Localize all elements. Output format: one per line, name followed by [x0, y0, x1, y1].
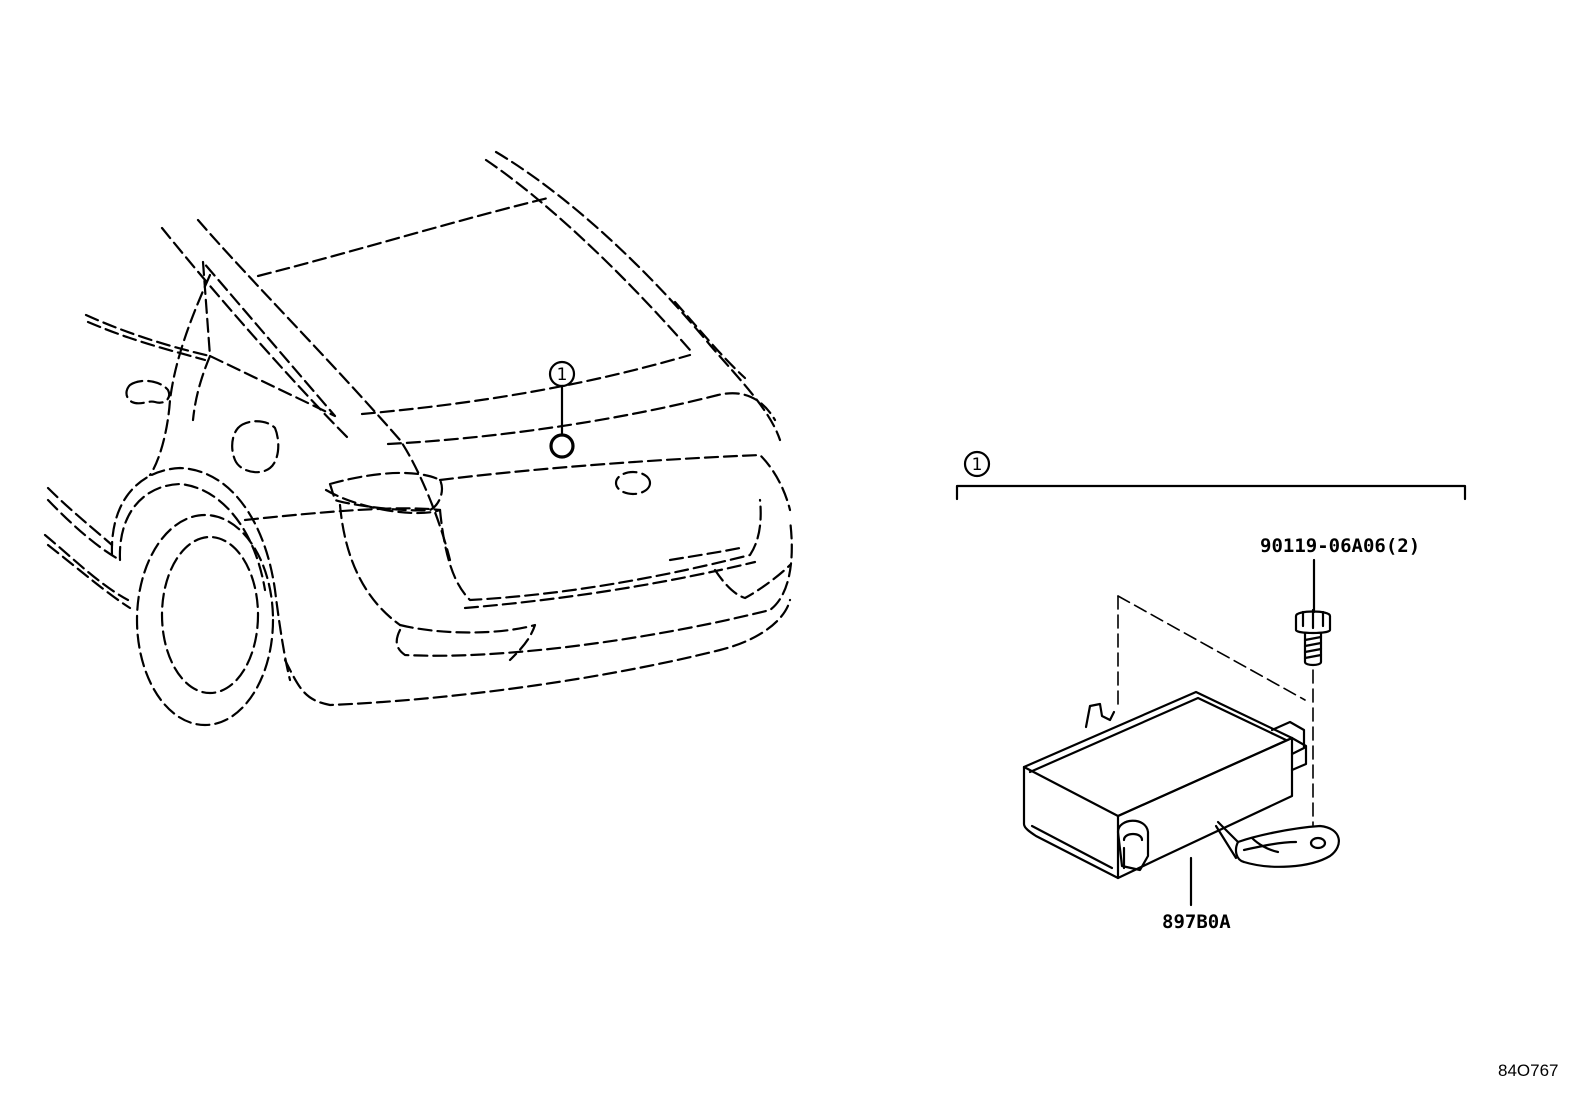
vehicle-rear-outline [43, 150, 793, 727]
control-module-icon [1022, 690, 1340, 880]
assembly-guide-lines [1117, 595, 1314, 826]
bolt-part-number: 90119-06A06(2) [1260, 535, 1420, 557]
module-location-marker: 1 [548, 360, 576, 459]
module-part-number: 897B0A [1162, 911, 1231, 933]
drawing-reference-number: 84O767 [1498, 1061, 1559, 1080]
parts-group-bracket: 1 [955, 450, 1467, 501]
group-callout-number: 1 [972, 455, 983, 475]
car-callout-number: 1 [557, 365, 568, 385]
bolt-icon [1294, 608, 1332, 667]
